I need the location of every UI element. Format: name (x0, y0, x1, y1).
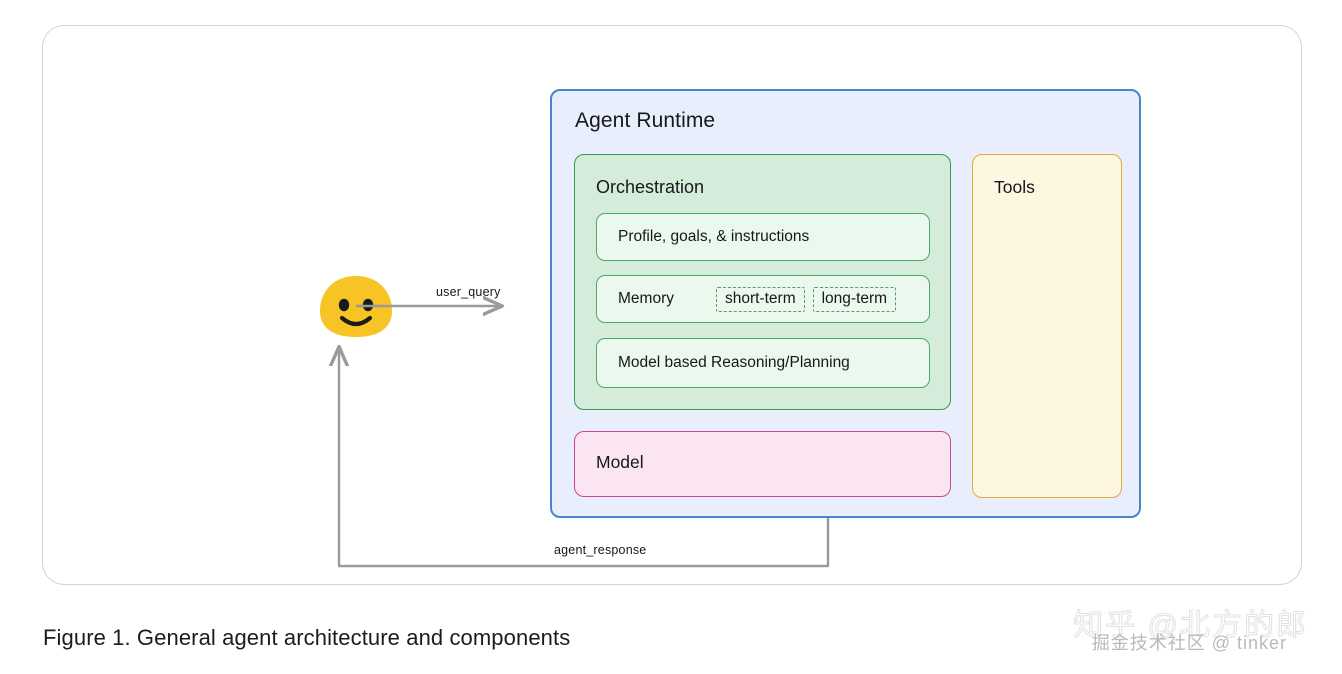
tools-title: Tools (994, 177, 1035, 197)
orchestration-row-memory: Memory short-term long-term (596, 275, 930, 323)
memory-chip-short-term: short-term (715, 286, 805, 312)
orchestration-panel: Orchestration Profile, goals, & instruct… (574, 154, 951, 410)
watermark-primary: 知乎 @北方的郎 (1073, 609, 1308, 643)
model-based-reasoning-planning-label: Model based Reasoning/Planning (618, 354, 850, 371)
orchestration-title: Orchestration (596, 177, 705, 197)
figure-card: Agent Runtime Orchestration Profile, goa… (42, 25, 1302, 585)
memory-chip-group: short-term long-term (715, 286, 897, 312)
user-avatar (318, 275, 394, 339)
orchestration-row-reasoning: Model based Reasoning/Planning (596, 338, 930, 388)
figure-caption: Figure 1. General agent architecture and… (43, 625, 571, 650)
agent-runtime-panel: Agent Runtime Orchestration Profile, goa… (550, 89, 1141, 518)
memory-chip-long-term: long-term (812, 286, 897, 312)
user-query-label: user_query (436, 285, 501, 299)
model-panel: Model (574, 431, 951, 497)
tools-panel: Tools (972, 154, 1122, 498)
orchestration-row-profile: Profile, goals, & instructions (596, 213, 930, 261)
watermark-secondary: 掘金技术社区 @ tinker (1091, 633, 1287, 653)
model-title: Model (596, 452, 644, 472)
agent-response-label: agent_response (554, 543, 647, 557)
smiley-face-icon (320, 276, 392, 337)
profile-goals-instructions-label: Profile, goals, & instructions (618, 228, 810, 245)
agent-runtime-title: Agent Runtime (575, 109, 716, 132)
memory-label: Memory (618, 290, 674, 307)
